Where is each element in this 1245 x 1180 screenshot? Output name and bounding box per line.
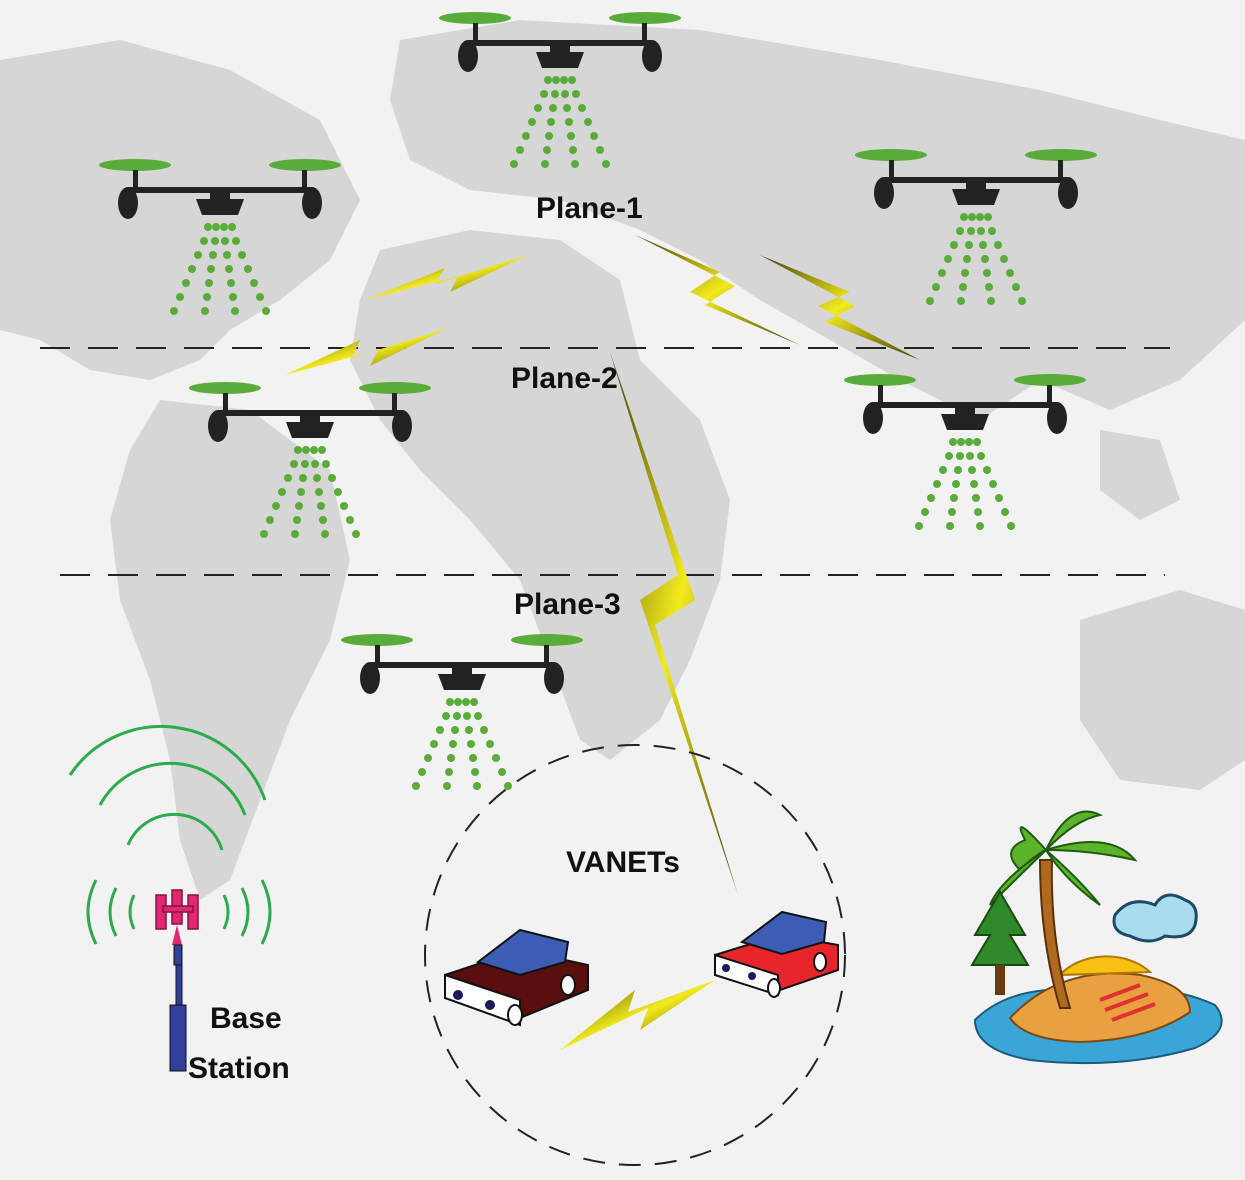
plane-3-label: Plane-3: [514, 588, 621, 621]
base-station-label-line1: Base: [210, 1002, 282, 1035]
link-drone-d-e: [760, 255, 920, 360]
link-car-car: [560, 980, 715, 1050]
base-station-label-line2: Station: [188, 1052, 290, 1085]
vanets-label: VANETs: [566, 846, 680, 879]
link-drone-b-d: [635, 235, 800, 345]
link-drone-a-b: [365, 255, 528, 300]
car-icon: [714, 910, 839, 998]
island-icon: [970, 810, 1223, 1065]
link-drone-a-c: [285, 328, 448, 375]
plane-1-label: Plane-1: [536, 192, 643, 225]
vanets-coverage-circle: [424, 744, 846, 1166]
plane-2-label: Plane-2: [511, 362, 618, 395]
cell-tower-icon: [68, 725, 272, 1072]
drone-plane-3: [341, 634, 583, 790]
car-icon: [444, 928, 589, 1027]
communication-links: [285, 235, 920, 1050]
world-map-background: [0, 20, 1245, 900]
